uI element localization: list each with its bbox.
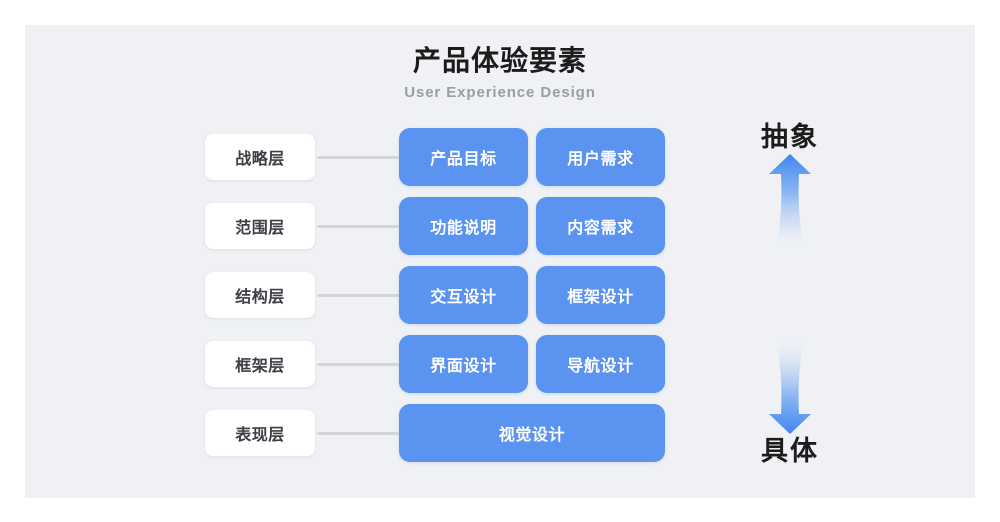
layer-pill-label: 战略层	[235, 151, 285, 168]
slide-canvas: 产品体验要素 User Experience Design 战略层 产品目标 用…	[25, 25, 975, 498]
layer-pill-scope[interactable]: 范围层	[205, 203, 315, 249]
connector-line	[317, 293, 399, 297]
layer-row: 表现层 视觉设计	[205, 404, 665, 462]
layer-card-label: 视觉设计	[498, 427, 566, 444]
layer-cards: 功能说明 内容需求	[399, 197, 665, 255]
axis-label-abstract: 抽象	[761, 122, 819, 152]
layer-card[interactable]: 界面设计	[399, 335, 528, 393]
layer-row: 战略层 产品目标 用户需求	[205, 128, 665, 186]
layer-card[interactable]: 视觉设计	[399, 404, 665, 462]
axis-label-concrete: 具体	[761, 436, 819, 466]
layer-pill-label: 结构层	[235, 289, 285, 306]
layer-card-label: 框架设计	[567, 289, 634, 306]
connector-line	[317, 431, 399, 435]
layer-cards: 视觉设计	[399, 404, 665, 462]
layer-pill-label: 框架层	[235, 358, 285, 375]
layer-row: 范围层 功能说明 内容需求	[205, 197, 665, 255]
arrow-down-icon	[769, 338, 811, 434]
abstraction-axis: 抽象	[705, 120, 875, 470]
layer-cards: 产品目标 用户需求	[399, 128, 665, 186]
layer-pill-label: 范围层	[235, 220, 285, 237]
layer-card[interactable]: 功能说明	[399, 197, 528, 255]
layer-pill-surface[interactable]: 表现层	[205, 410, 315, 456]
layer-pill-strategy[interactable]: 战略层	[205, 134, 315, 180]
axis-gap	[705, 250, 875, 338]
layer-card-label: 功能说明	[430, 220, 497, 237]
header: 产品体验要素 User Experience Design	[25, 25, 975, 102]
arrow-up-icon	[769, 154, 811, 250]
layer-card[interactable]: 用户需求	[536, 128, 665, 186]
layer-row: 框架层 界面设计 导航设计	[205, 335, 665, 393]
layer-card-label: 产品目标	[430, 151, 497, 168]
page-title: 产品体验要素	[412, 45, 587, 76]
layer-card[interactable]: 框架设计	[536, 266, 665, 324]
layer-card[interactable]: 产品目标	[399, 128, 528, 186]
layer-cards: 界面设计 导航设计	[399, 335, 665, 393]
layer-card[interactable]: 交互设计	[399, 266, 528, 324]
arrow-up-wrap	[705, 154, 875, 250]
layer-card-label: 用户需求	[567, 151, 634, 168]
layer-pill-label: 表现层	[235, 427, 285, 444]
layer-cards: 交互设计 框架设计	[399, 266, 665, 324]
layer-card[interactable]: 导航设计	[536, 335, 665, 393]
connector-line	[317, 362, 399, 366]
arrow-down-wrap	[705, 338, 875, 434]
layer-card-label: 导航设计	[567, 358, 634, 375]
layer-card-label: 交互设计	[430, 289, 497, 306]
connector-line	[317, 155, 399, 159]
layer-card[interactable]: 内容需求	[536, 197, 665, 255]
connector-line	[317, 224, 399, 228]
layer-pill-structure[interactable]: 结构层	[205, 272, 315, 318]
layer-card-label: 内容需求	[567, 220, 634, 237]
layer-pill-skeleton[interactable]: 框架层	[205, 341, 315, 387]
layers-list: 战略层 产品目标 用户需求 范围层	[205, 128, 665, 462]
page-subtitle: User Experience Design	[404, 84, 596, 101]
layer-card-label: 界面设计	[430, 358, 497, 375]
layer-row: 结构层 交互设计 框架设计	[205, 266, 665, 324]
